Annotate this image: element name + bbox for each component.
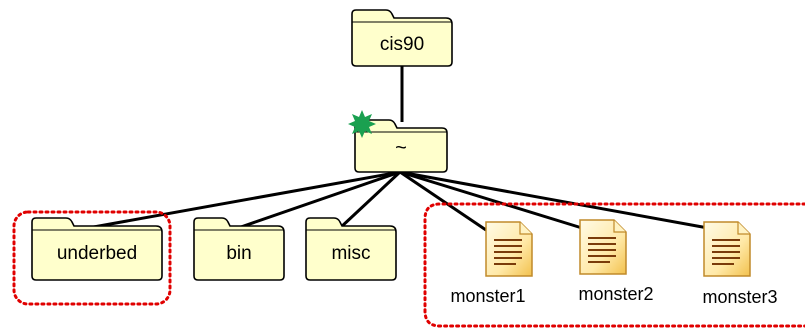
folder-underbed[interactable]: underbed <box>31 217 163 281</box>
folder-cis90[interactable]: cis90 <box>351 9 453 67</box>
file-monster2[interactable]: monster2 <box>578 219 654 304</box>
folder-label-home: ~ <box>395 137 407 159</box>
connector-home-bin <box>237 170 401 230</box>
text-file-icon <box>579 219 627 275</box>
file-monster3[interactable]: monster3 <box>702 221 778 307</box>
connector-home-monster2 <box>399 170 583 230</box>
folder-bin[interactable]: bin <box>193 217 285 281</box>
folder-misc[interactable]: misc <box>305 217 397 281</box>
folder-home[interactable]: ~ <box>348 110 448 173</box>
text-file-icon <box>485 221 533 277</box>
folder-label-misc: misc <box>331 243 370 264</box>
connector-home-underbed <box>87 170 401 230</box>
connector-home-monster1 <box>399 170 487 232</box>
folder-icon <box>31 217 163 281</box>
file-label-monster2: monster2 <box>578 284 653 304</box>
file-label-monster3: monster3 <box>702 287 777 307</box>
folder-label-cis90: cis90 <box>380 34 424 55</box>
folder-label-bin: bin <box>226 243 251 264</box>
file-label-monster1: monster1 <box>450 286 525 306</box>
folder-icon <box>193 217 285 281</box>
folder-label-underbed: underbed <box>57 243 137 264</box>
folder-icon <box>305 217 397 281</box>
text-file-icon <box>703 221 751 277</box>
green-star-icon <box>348 110 376 138</box>
folder-icon <box>351 9 453 67</box>
tree-connectors <box>87 66 709 232</box>
file-monster1[interactable]: monster1 <box>450 221 533 306</box>
connector-home-monster3 <box>399 170 709 230</box>
monster-files-highlight <box>423 202 805 328</box>
connector-home-misc <box>338 170 402 230</box>
underbed-highlight <box>12 210 172 306</box>
